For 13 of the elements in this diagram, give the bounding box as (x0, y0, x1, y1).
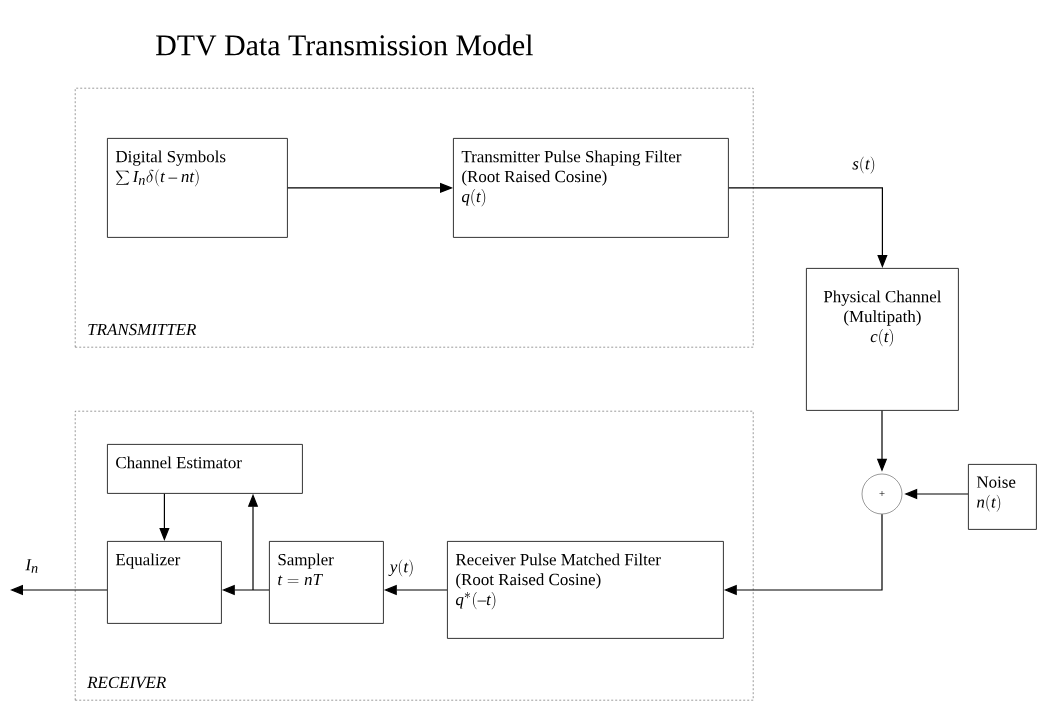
edge-label: $s(t)$ (851, 155, 877, 175)
block-box: Physical Channel (Multipath) $c(t)$ (806, 268, 959, 411)
summing-junction: + (861, 473, 903, 515)
block-box: Sampler $t = nT$ (269, 541, 384, 624)
block-box: Digital Symbols $\sum I_n\delta(t-nt)$ (107, 138, 288, 238)
block-box: Equalizer (107, 541, 222, 624)
block-box: Noise $n(t)$ (968, 464, 1037, 530)
block-box: Channel Estimator (107, 444, 303, 494)
block-box: Receiver Pulse Matched Filter (Root Raised Cosine) $q^{*}(-t)$ (447, 541, 724, 639)
block-box: Transmitter Pulse Shaping Filter (Root Raised Cosine) $q(t)$ (453, 138, 729, 238)
edge-label: $I_n$ (24, 558, 40, 574)
title: DTV Data Transmission Model (156, 34, 533, 56)
edge-label: $y(t)$ (388, 558, 416, 578)
